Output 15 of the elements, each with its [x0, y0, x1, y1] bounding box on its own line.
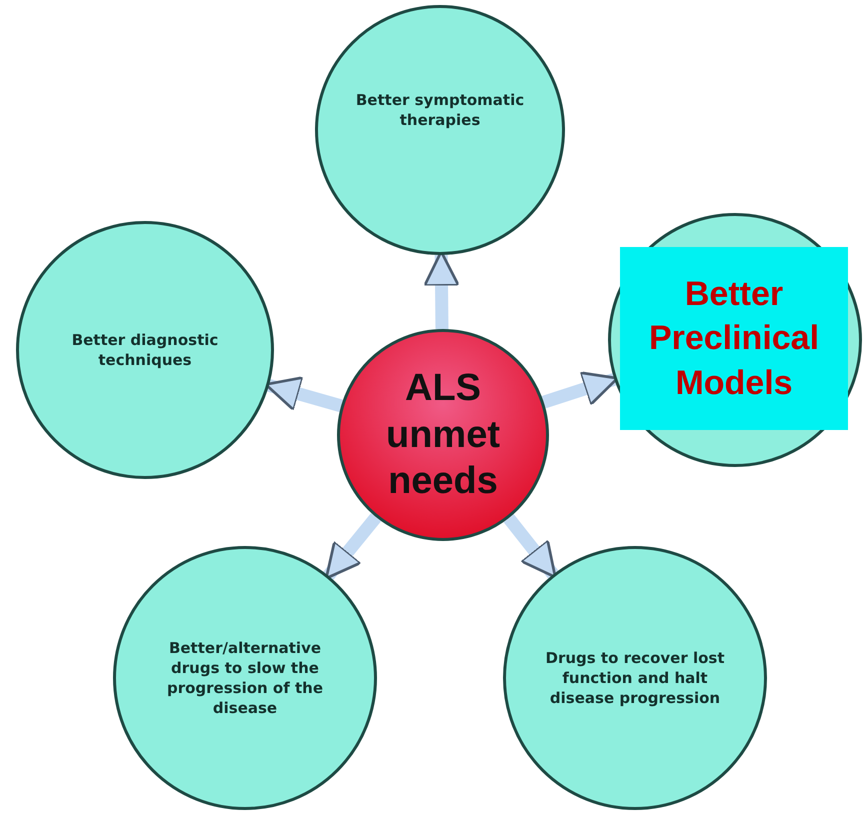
need-circle — [16, 221, 274, 479]
node-text: Better symptomatic therapies — [354, 90, 526, 130]
need-circle — [503, 546, 767, 810]
node-text: Better Preclinical Models — [648, 274, 820, 404]
label-box — [620, 247, 848, 430]
block-arrow — [504, 514, 558, 578]
node-text: Drugs to recover lost function and halt disease progression — [544, 648, 726, 708]
need-circle — [608, 213, 862, 467]
node-text: Better/alternative drugs to slow the progression of the disease — [166, 638, 324, 718]
hub-circle — [337, 329, 549, 541]
node-text: Better diagnostic techniques — [70, 330, 220, 370]
need-circle — [315, 5, 565, 255]
need-circle — [113, 546, 377, 810]
hub-text: ALS unmet needs — [385, 366, 501, 504]
block-arrow — [323, 513, 382, 580]
